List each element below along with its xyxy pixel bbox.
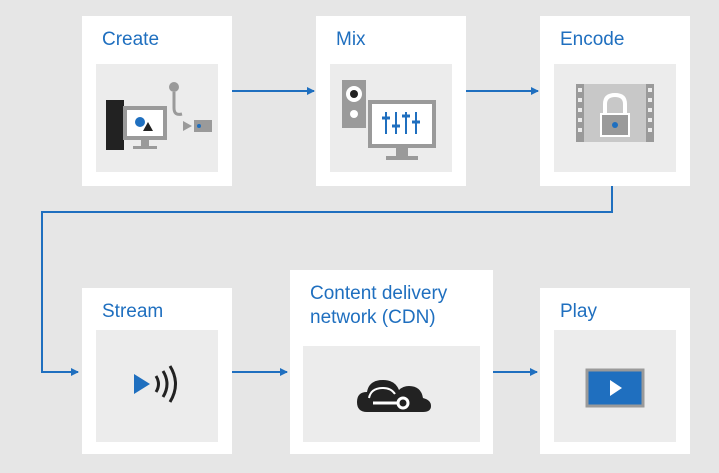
icon-panel-mix	[330, 64, 452, 172]
step-title-encode: Encode	[560, 29, 625, 50]
step-card-stream: Stream	[82, 288, 232, 454]
step-card-cdn: Content delivery network (CDN)	[290, 270, 493, 454]
streaming-icon	[134, 365, 177, 403]
encrypted-video-icon	[576, 84, 654, 142]
icon-panel-stream	[96, 330, 218, 442]
speaker-mixer-icon	[342, 80, 436, 160]
arrow-encode-to-stream	[41, 186, 613, 376]
step-card-play: Play	[540, 288, 690, 454]
computer-microphone-camera-icon	[106, 82, 212, 150]
step-title-stream: Stream	[102, 301, 164, 322]
step-card-mix: Mix	[316, 16, 466, 186]
step-title-cdn: Content delivery network (CDN)	[310, 283, 448, 328]
cdn-cloud-icon	[357, 380, 431, 412]
step-title-mix: Mix	[336, 29, 366, 50]
icon-panel-encode	[554, 64, 676, 172]
play-icon	[585, 368, 645, 408]
icon-panel-cdn	[303, 346, 480, 442]
step-title-play: Play	[560, 301, 597, 322]
step-title-create: Create	[102, 29, 160, 50]
step-card-encode: Encode	[540, 16, 690, 186]
icon-panel-play	[554, 330, 676, 442]
step-card-create: Create	[82, 16, 232, 186]
icon-panel-create	[96, 64, 218, 172]
